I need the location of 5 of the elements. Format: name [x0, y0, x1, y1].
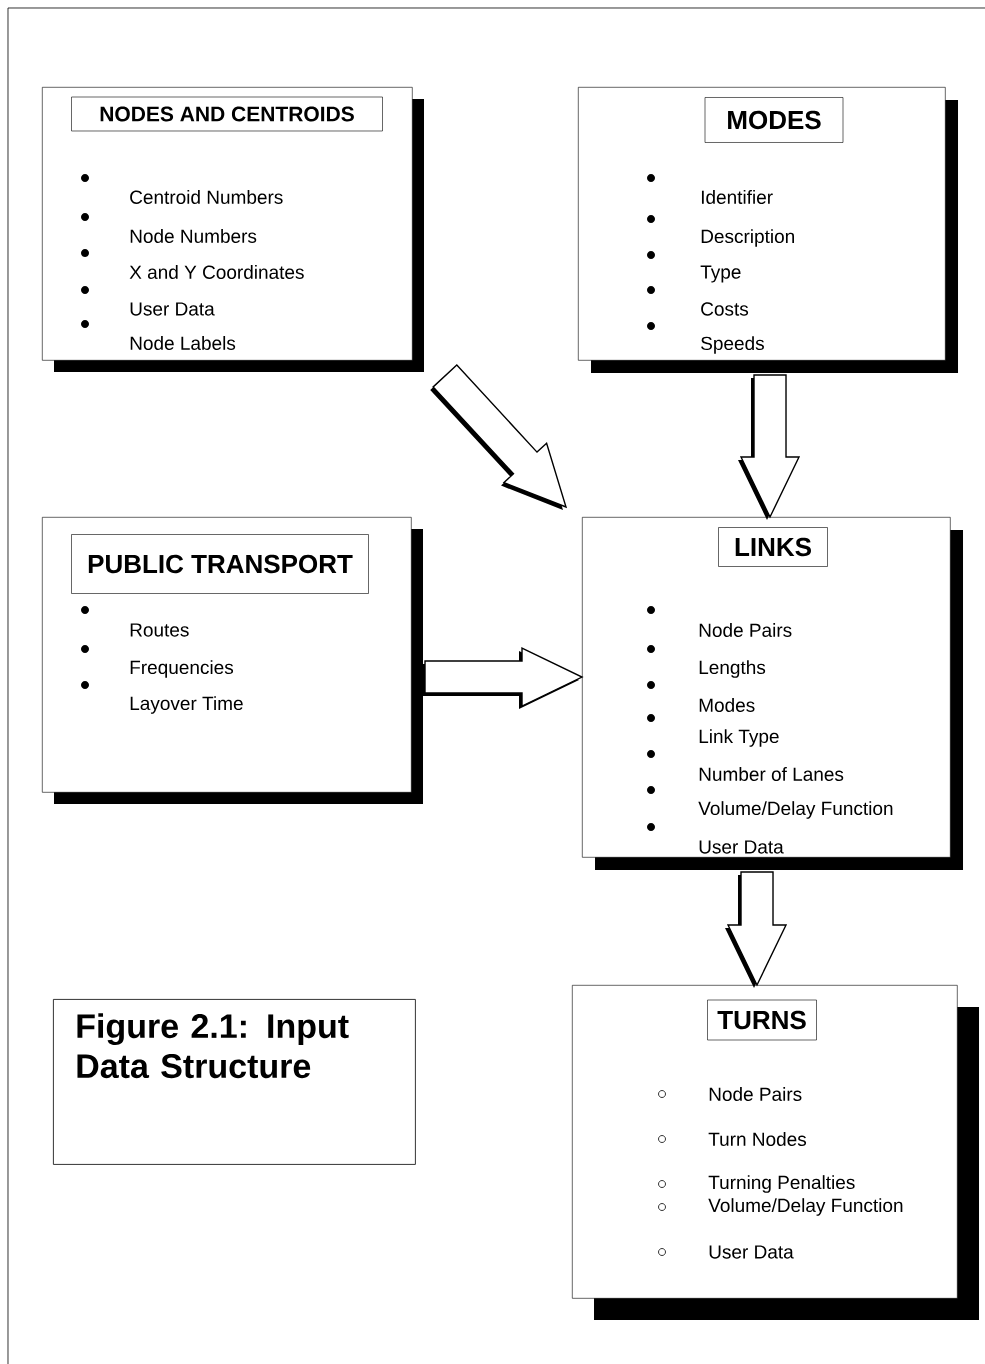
block-arrow [422, 646, 584, 709]
block-arrow [430, 364, 568, 510]
caption-box: Figure 2.1: Input Data Structure [53, 999, 416, 1165]
block-arrow [725, 871, 788, 988]
block-arrow [738, 374, 801, 520]
